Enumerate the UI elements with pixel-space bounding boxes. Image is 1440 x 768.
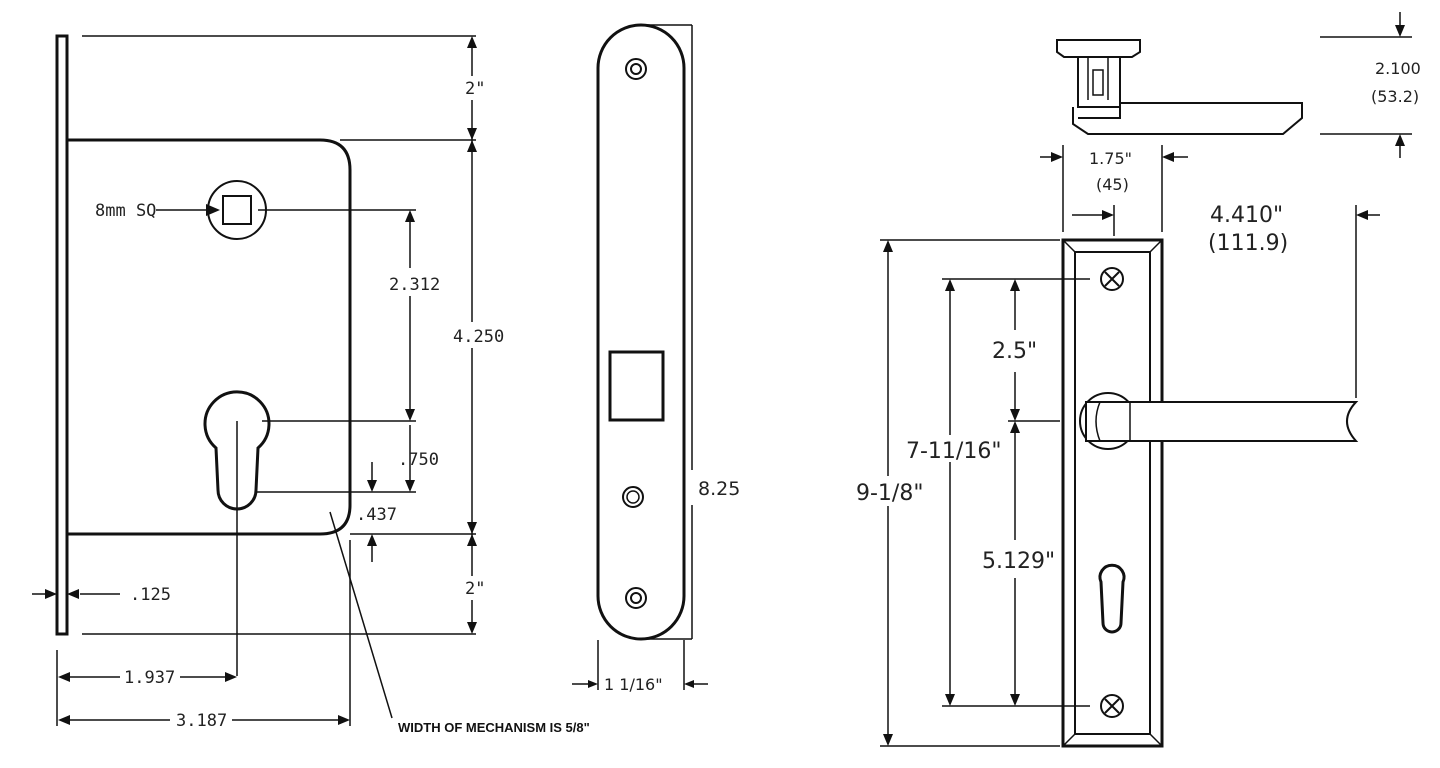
dim-cylinder: .750 xyxy=(398,450,439,470)
dim-plate-width: 1.75" xyxy=(1089,149,1132,168)
screw-icon xyxy=(1100,267,1124,291)
dim-lever-length: 4.410" xyxy=(1210,203,1283,228)
dim-faceplate-thickness: .125 xyxy=(130,585,171,605)
dim-lever-length-mm: (111.9) xyxy=(1208,231,1288,256)
dim-screw-to-lever: 2.5" xyxy=(992,339,1037,364)
dim-spindle-to-cylinder: 2.312 xyxy=(389,275,440,295)
dim-gap: .437 xyxy=(356,505,397,525)
keyhole-icon xyxy=(1098,563,1126,634)
dim-top: 2" xyxy=(465,79,485,99)
dim-case-width: 3.187 xyxy=(176,711,227,731)
dim-projection-mm: (53.2) xyxy=(1371,87,1419,106)
cylinder-cutout-icon xyxy=(203,390,271,511)
latch-opening-icon xyxy=(608,350,665,422)
dim-bottom: 2" xyxy=(465,579,485,599)
lever-handle xyxy=(1079,392,1359,450)
screw-icon xyxy=(625,587,647,609)
screw-icon xyxy=(625,58,647,80)
dim-projection: 2.100 xyxy=(1375,59,1421,78)
handle-set-view: 2.100 (53.2) 1.75" (45) 4.410" (111.9) xyxy=(856,12,1421,748)
lock-case xyxy=(67,138,352,536)
dim-plate-height: 9-1/8" xyxy=(856,481,923,506)
screw-icon xyxy=(1100,694,1124,718)
back-plate xyxy=(1061,238,1164,748)
faceplate-outline xyxy=(596,23,686,641)
indicator-icon xyxy=(622,486,644,508)
lock-body-view: 8mm SQ 2.312 .750 .437 2" 4.250 xyxy=(32,34,590,735)
dim-faceplate-length: 8.25 xyxy=(698,478,740,500)
dim-plate-width-mm: (45) xyxy=(1096,175,1129,194)
label-spindle: 8mm SQ xyxy=(95,201,156,221)
dim-lever-to-cylinder: 5.129" xyxy=(982,549,1055,574)
faceplate-view: 8.25 1 1/16" xyxy=(572,23,740,694)
mechanism-width-note: WIDTH OF MECHANISM IS 5/8" xyxy=(398,720,590,735)
dim-faceplate-width: 1 1/16" xyxy=(604,675,663,694)
dim-height: 4.250 xyxy=(453,327,504,347)
lock-faceplate xyxy=(55,34,69,636)
dim-screw-spacing: 7-11/16" xyxy=(906,439,1001,464)
lever-side-view xyxy=(1056,39,1303,135)
dim-backset: 1.937 xyxy=(124,668,175,688)
